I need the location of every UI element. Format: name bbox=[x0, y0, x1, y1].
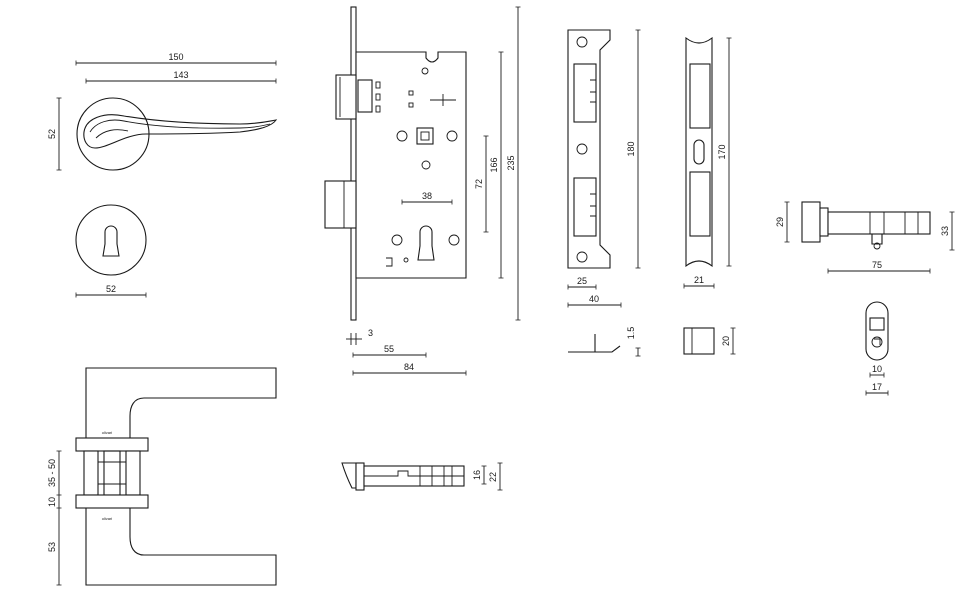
follower-hub bbox=[416, 127, 434, 145]
dim-handle-overall-length: 150 bbox=[168, 52, 183, 62]
latch-bolt bbox=[335, 74, 357, 120]
rose-brand-mark-top: olivari bbox=[102, 430, 113, 435]
euro-cylinder-view bbox=[801, 201, 931, 250]
dim-lever-length: 143 bbox=[173, 70, 188, 80]
escutcheon-view bbox=[75, 204, 147, 276]
strike-box-outline bbox=[685, 36, 713, 268]
cylinder-profile-hole bbox=[417, 225, 435, 261]
rose-brand-mark-bottom: olivari bbox=[102, 516, 113, 521]
lower-rose-plate bbox=[75, 494, 149, 509]
handle-rose bbox=[76, 97, 150, 171]
dim-door-thickness-range: 35 - 50 bbox=[47, 459, 57, 487]
strike-box-slot bbox=[693, 139, 705, 165]
dim-strike-height: 180 bbox=[626, 141, 636, 156]
dim-strike-box-depth: 20 bbox=[721, 336, 731, 346]
latch-side-view bbox=[341, 462, 465, 491]
escutcheon-rose bbox=[75, 204, 147, 276]
cylinder-body bbox=[827, 211, 931, 235]
dim-forend-height: 235 bbox=[506, 155, 516, 170]
upper-lever-profile bbox=[85, 367, 277, 438]
cylinder-end-view bbox=[865, 301, 889, 361]
dim-strike-width: 25 bbox=[577, 276, 587, 286]
bolt-opening bbox=[573, 177, 597, 237]
keyhole-cutout bbox=[102, 225, 120, 257]
dim-case-depth: 84 bbox=[404, 362, 414, 372]
dim-cam-width: 17 bbox=[872, 382, 882, 392]
dim-center-distance: 72 bbox=[474, 179, 484, 189]
lower-lever-profile bbox=[85, 508, 277, 586]
lock-case bbox=[355, 51, 467, 279]
dim-cylinder-height: 33 bbox=[940, 226, 950, 236]
dim-strike-thickness: 1.5 bbox=[626, 327, 636, 340]
thumbturn bbox=[801, 201, 821, 243]
dim-case-height: 166 bbox=[489, 157, 499, 172]
cylinder-cam bbox=[871, 234, 883, 245]
lever-outline bbox=[83, 114, 278, 149]
dim-latch-height: 22 bbox=[488, 472, 498, 482]
dim-strike-depth: 40 bbox=[589, 294, 599, 304]
strike-plate-side bbox=[568, 334, 621, 353]
lock-forend bbox=[350, 6, 357, 321]
dim-cylinder-length: 75 bbox=[872, 260, 882, 270]
dim-latch-bolt-width: 16 bbox=[472, 470, 482, 480]
strike-plate-outline bbox=[567, 29, 611, 269]
dim-rose-height: 52 bbox=[47, 129, 57, 139]
strike-plate-view bbox=[567, 29, 611, 269]
upper-rose-plate bbox=[75, 437, 149, 452]
handle-side-view: olivari olivari bbox=[75, 367, 277, 586]
handle-front-view bbox=[76, 97, 278, 171]
dim-thumbturn-side: 29 bbox=[775, 217, 785, 227]
dim-cylinder-width: 10 bbox=[872, 364, 882, 374]
mortise-lock-body bbox=[324, 6, 467, 321]
dim-strike-box-height: 170 bbox=[717, 144, 727, 159]
dim-lever-height: 53 bbox=[47, 542, 57, 552]
dead-bolt bbox=[324, 180, 357, 229]
strike-box-view bbox=[685, 36, 713, 268]
latch-opening bbox=[573, 63, 597, 123]
dim-follower-to-cylinder: 38 bbox=[422, 191, 432, 201]
dim-strike-box-width: 21 bbox=[694, 275, 704, 285]
dim-backset: 55 bbox=[384, 344, 394, 354]
dim-escutcheon-diameter: 52 bbox=[106, 284, 116, 294]
strike-box-side bbox=[683, 327, 715, 355]
dim-rose-thickness: 10 bbox=[47, 497, 57, 507]
dim-forend-thickness: 3 bbox=[368, 328, 373, 338]
